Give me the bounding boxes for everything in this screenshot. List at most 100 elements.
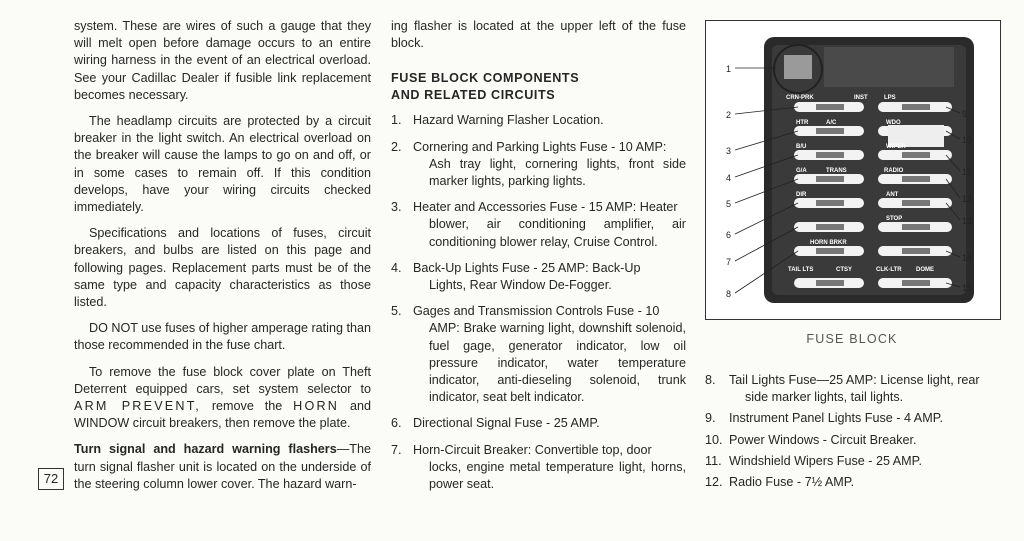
- list-item-text: Power Windows - Circuit Breaker.: [729, 432, 917, 447]
- paragraph-flashers: Turn signal and hazard warning flashers—…: [74, 441, 371, 493]
- fuse-label: INST: [854, 95, 868, 101]
- list-item: 1. Hazard Warning Flasher Location.: [391, 112, 686, 129]
- callout-number-left: 8: [726, 289, 731, 299]
- list-item-text: Gages and Transmission Controls Fuse - 1…: [413, 304, 660, 319]
- callout-number-left: 4: [726, 173, 731, 183]
- paragraph-specifications: Specifications and locations of fuses, c…: [74, 226, 371, 310]
- callout-number-left: 3: [726, 146, 731, 156]
- fuse-element: [902, 152, 930, 158]
- horn-text: HORN: [293, 399, 340, 414]
- list-item-text: Tail Lights Fuse—25 AMP: License light, …: [729, 373, 980, 387]
- callout-number-right: 14: [962, 253, 972, 263]
- fuse-label: DOME: [916, 267, 934, 273]
- list-item-number: 12.: [705, 475, 723, 490]
- fuse-label: WDO: [886, 120, 901, 126]
- callout-leader: [945, 178, 961, 199]
- list-item: 12. Radio Fuse - 7½ AMP.: [705, 474, 1005, 491]
- callout-leader: [734, 178, 799, 204]
- callout-leader: [945, 202, 961, 221]
- fuse-label: RADIO: [884, 168, 904, 174]
- arm-prevent-text: ARM PREVENT,: [74, 399, 201, 414]
- fuse-label: A/C: [826, 120, 837, 126]
- fuse-label: CTSY: [836, 267, 852, 273]
- fuse-element: [816, 104, 844, 110]
- list-item-continuation: Lights, Rear Window De-Fogger.: [429, 278, 612, 293]
- callout-leader: [945, 130, 961, 140]
- callout-number-right: 12: [962, 194, 972, 204]
- paragraph-cover-plate: To remove the fuse block cover plate on …: [74, 364, 371, 433]
- callout-leader: [945, 282, 961, 288]
- list-item-text: Horn-Circuit Breaker: Convertible top, d…: [413, 442, 652, 457]
- callout-number-right: 10: [962, 135, 972, 145]
- list-item-continuation: side marker lights, tail lights.: [745, 390, 904, 405]
- list-item-text: Heater and Accessories Fuse - 15 AMP: He…: [413, 200, 678, 215]
- cover-plate-text-a: To remove the fuse block cover plate on …: [74, 364, 371, 396]
- callout-leader: [734, 202, 799, 235]
- list-item: 9.Instrument Panel Lights Fuse - 4 AMP.: [705, 410, 1005, 427]
- list-item-number: 10.: [705, 432, 723, 447]
- callout-leader: [734, 130, 799, 151]
- middle-column: ing flasher is located at the upper left…: [391, 18, 686, 502]
- list-item: 6.Directional Signal Fuse - 25 AMP.: [391, 415, 686, 432]
- list-item-continuation: blower, air conditioning amplifier, air …: [429, 217, 686, 249]
- fuse-label: CLK-LTR: [876, 267, 902, 273]
- list-item: 2.Cornering and Parking Lights Fuse - 10…: [391, 139, 686, 191]
- list-item-text: Hazard Warning Flasher Location.: [413, 113, 604, 128]
- fuse-label: CRN-PRK: [786, 95, 814, 101]
- list-item: 3. Heater and Accessories Fuse - 15 AMP: …: [391, 199, 686, 251]
- callout-leader: [945, 154, 961, 172]
- callout-number-right: 13: [962, 216, 972, 226]
- callout-leader: [734, 154, 799, 178]
- list-item-number: 1.: [391, 113, 402, 128]
- callout-leader: [734, 106, 799, 115]
- cover-plate-text-d: circuit breakers, then remove the plate.: [132, 416, 351, 431]
- fuse-element: [902, 248, 930, 254]
- fuse-element: [902, 224, 930, 230]
- list-item: 5.Gages and Transmission Controls Fuse -…: [391, 303, 686, 406]
- fuse-element: [816, 248, 844, 254]
- list-item-text: Radio Fuse - 7½ AMP.: [729, 475, 855, 490]
- fuse-element: [902, 176, 930, 182]
- list-item-text: Windshield Wipers Fuse - 25 AMP.: [729, 453, 922, 468]
- paragraph-do-not: DO NOT use fuses of higher amperage rati…: [74, 321, 371, 353]
- upper-connector: [824, 47, 954, 87]
- callout-number-left: 5: [726, 199, 731, 209]
- fuse-label: STOP: [886, 216, 902, 222]
- list-item-number: 9.: [705, 411, 716, 426]
- window-text: WINDOW: [74, 416, 130, 431]
- list-item-continuation: locks, engine metal temperature light, h…: [429, 459, 686, 492]
- flashers-text: —The turn signal flasher unit is located…: [74, 442, 371, 491]
- list-item-number: 8.: [705, 373, 716, 387]
- fuse-label: TRANS: [826, 168, 847, 174]
- right-column-list: 8. Tail Lights Fuse—25 AMP: License light…: [705, 372, 1005, 495]
- callout-number-left: 2: [726, 110, 731, 120]
- callout-number-right: 11: [962, 167, 971, 177]
- callout-leader: [734, 226, 799, 262]
- list-item-number: 7.: [391, 442, 402, 457]
- flasher-unit-icon: [784, 55, 812, 79]
- components-list: 1. Hazard Warning Flasher Location. 2.Cor…: [391, 112, 686, 493]
- heading-line-2: AND RELATED CIRCUITS: [391, 88, 556, 103]
- callout-leader: [734, 250, 799, 294]
- fuse-label: ANT: [886, 192, 899, 198]
- left-column: system. These are wires of such a gauge …: [74, 18, 371, 493]
- list-item-number: 2.: [391, 139, 402, 154]
- callout-number-left: 1: [726, 64, 731, 74]
- paragraph-hazard-location: ing flasher is located at the upper left…: [391, 19, 686, 51]
- fuse-label: LPS: [884, 95, 896, 101]
- hazard-flasher-location: [773, 44, 823, 94]
- list-item-number: 11.: [705, 453, 722, 468]
- list-item: 7. Horn-Circuit Breaker: Convertible top,…: [391, 442, 686, 494]
- cover-plate-text-c: and: [349, 399, 371, 414]
- list-item: 8. Tail Lights Fuse—25 AMP: License light…: [705, 372, 1005, 406]
- fuse-element: [902, 280, 930, 286]
- list-item-number: 4.: [391, 260, 402, 275]
- fuse-label: DIR: [796, 192, 807, 198]
- fuse-element: [816, 128, 844, 134]
- list-item-number: 3.: [391, 200, 402, 215]
- fuse-label: G/A: [796, 168, 807, 174]
